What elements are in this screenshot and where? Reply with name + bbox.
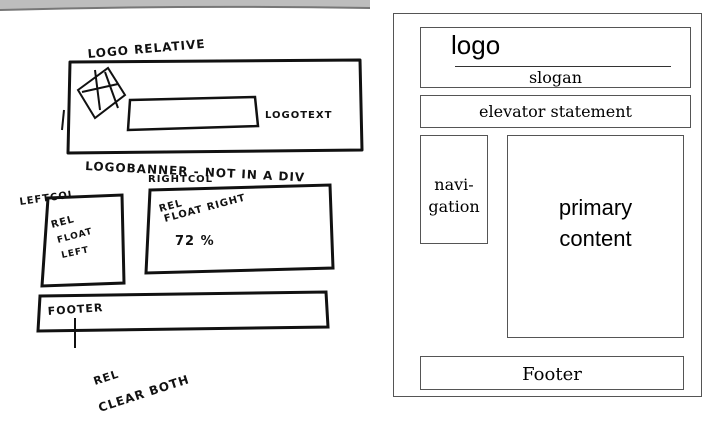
wireframe-navigation-label: navi- gation bbox=[421, 174, 487, 218]
sketch-logo-scribble bbox=[76, 66, 127, 120]
sketch-title: LOGO RELATIVE bbox=[87, 37, 206, 61]
wireframe-nav-line2: gation bbox=[428, 197, 480, 216]
wireframe-elevator-statement: elevator statement bbox=[479, 102, 632, 121]
sketch-right-num: 72 % bbox=[175, 234, 215, 249]
sketch-logotext-box bbox=[126, 95, 260, 132]
wireframe-logo: logo bbox=[451, 30, 501, 60]
wireframe-logo-box: logo slogan bbox=[420, 27, 691, 88]
wireframe-nav-line1: navi- bbox=[434, 175, 474, 194]
wireframe-footer: Footer bbox=[522, 364, 582, 385]
sketch-logotext: LOGOTEXT bbox=[265, 110, 332, 121]
sketch-rightcol-label: RIGHTCOL bbox=[148, 174, 213, 185]
sketch-rightcol-box bbox=[144, 183, 335, 275]
wireframe-frame: logo slogan elevator statement navi- gat… bbox=[393, 13, 702, 397]
wireframe-content-line1: primary bbox=[558, 195, 633, 220]
wireframe-elevator-box: elevator statement bbox=[420, 95, 691, 128]
paper-edge-line bbox=[0, 5, 370, 11]
sketch-leftcol-box bbox=[40, 193, 126, 288]
hand-sketch: LOGO RELATIVE LOGOTEXT LOGOBANNER - NOT … bbox=[0, 0, 370, 415]
sketch-bottom-rel: REL bbox=[92, 367, 121, 387]
wireframe-logo-underline bbox=[455, 66, 671, 67]
sketch-footer-label: FOOTER bbox=[47, 301, 103, 318]
sketch-footer-box bbox=[36, 290, 330, 333]
wireframe-footer-box: Footer bbox=[420, 356, 684, 390]
wireframe-slogan: slogan bbox=[528, 68, 583, 87]
sketch-banner-tick bbox=[61, 109, 65, 131]
wireframe-primary-content-box: primary content bbox=[507, 135, 684, 338]
sketch-left-float: FLOAT bbox=[56, 227, 94, 246]
sketch-banner-box bbox=[66, 58, 364, 155]
wireframe-content-line2: content bbox=[559, 226, 632, 251]
sketch-left-rel: REL bbox=[50, 214, 76, 231]
sketch-left-left: LEFT bbox=[61, 245, 91, 261]
wireframe-primary-content-label: primary content bbox=[508, 192, 683, 254]
wireframe-navigation-box: navi- gation bbox=[420, 135, 488, 244]
